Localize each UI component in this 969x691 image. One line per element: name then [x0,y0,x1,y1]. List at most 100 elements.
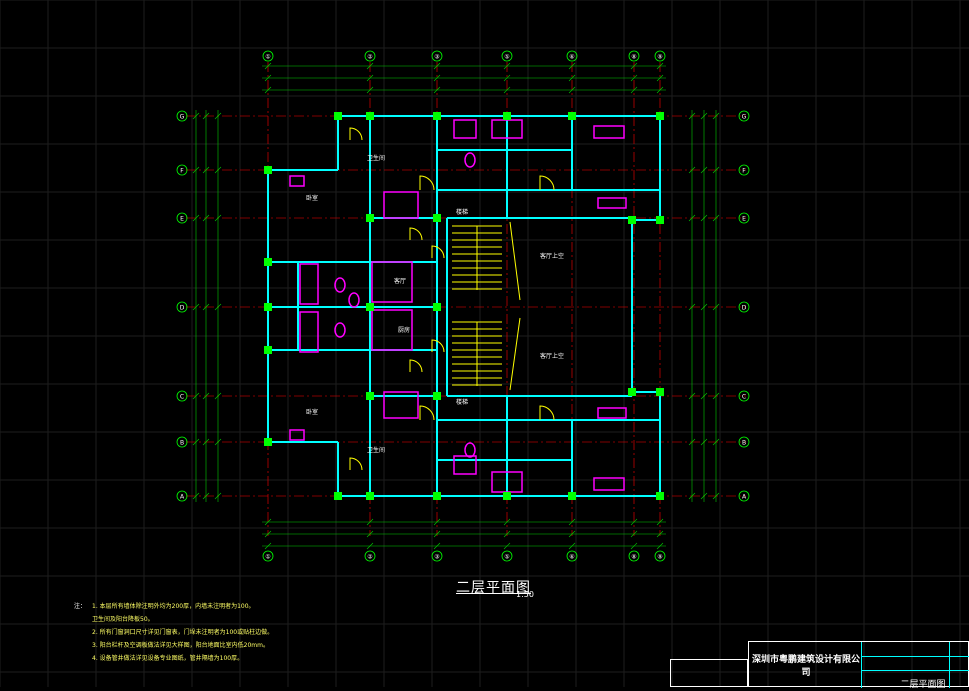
grid-bubble [364,550,376,562]
door-swing [419,175,435,191]
door-swing [409,359,423,373]
structural-column [334,112,342,120]
sanitary-fixture [299,311,319,353]
title-block-divider [861,642,862,688]
dimension-tick [700,303,708,311]
general-notes: 注： 1. 本层所有墙体除注明外均为200厚，内墙未注明者为100。 卫生间及阳… [74,600,302,665]
note-item: 2. 所有门窗洞口尺寸详见门窗表，门垛未注明者为100或贴柱边做。 [92,629,274,636]
dimension-tick [366,62,374,70]
sanitary-fixture [299,263,319,305]
stair-arrow [509,317,521,391]
grid-bubble-label: ⑤ [504,54,509,61]
dimension-tick [568,530,576,538]
room-label: 厨房 [398,326,410,334]
grid-bubble-label: ③ [434,554,439,561]
grid-bubble [431,550,443,562]
note-item: 3. 阳台栏杆及空调板做法详见大样图，阳台地面比室内低20mm。 [92,642,269,649]
structural-column [366,112,374,120]
structural-column [366,392,374,400]
grid-bubble [501,50,513,62]
grid-bubble [262,50,274,62]
grid-bubble [738,490,750,502]
grid-bubble-label: F [180,168,184,175]
structural-column [264,438,272,446]
structural-column [366,492,374,500]
dimension-tick [264,74,272,82]
dimension-tick [700,112,708,120]
dimension-tick [214,492,222,500]
grid-bubble [738,110,750,122]
grid-bubble [176,490,188,502]
sanitary-fixture [453,455,477,475]
dimension-tick [700,492,708,500]
toilet-fixture [334,277,346,293]
dimension-tick [700,166,708,174]
room-label: 客厅上空 [540,352,564,360]
dimension-tick [264,62,272,70]
dimension-tick [366,530,374,538]
structural-column [656,492,664,500]
dimension-tick [264,530,272,538]
dimension-tick [433,86,441,94]
door-swing [539,175,555,191]
dimension-tick [630,530,638,538]
room-label: 卧室 [306,408,318,416]
dimension-tick [433,74,441,82]
title-block-divider [861,656,969,657]
dimension-tick [264,542,272,550]
grid-bubble-label: G [180,114,185,121]
grid-bubble-label: ① [265,554,270,561]
grid-bubble-label: G [742,114,747,121]
dimension-tick [688,166,696,174]
notes-list: 1. 本层所有墙体除注明外均为200厚，内墙未注明者为100。 卫生间及阳台降板… [92,600,302,665]
room-label: 楼梯 [456,398,468,406]
dimension-tick [503,62,511,70]
dimension-tick [202,392,210,400]
structural-column [656,112,664,120]
dimension-tick [688,492,696,500]
dimension-tick [656,74,664,82]
grid-bubble [176,110,188,122]
stair-arrow [509,221,521,301]
sanitary-fixture [453,119,477,139]
grid-bubble [176,390,188,402]
grid-bubble-label: ② [367,54,373,61]
dimension-tick [214,438,222,446]
structural-column [264,303,272,311]
grid-bubble-label: D [180,305,185,312]
grid-bubble [262,550,274,562]
dimension-tick [630,86,638,94]
grid-bubble [364,50,376,62]
grid-bubble-label: ① [265,54,270,61]
grid-bubble [566,550,578,562]
dimension-tick [202,112,210,120]
grid-bubble [654,50,666,62]
grid-bubble-label: B [742,440,746,447]
dimension-tick [712,492,720,500]
dimension-tick [366,86,374,94]
dimension-tick [503,530,511,538]
door-swing [409,227,423,241]
dimension-tick [656,518,664,526]
title-block: 深圳市粤鹏建筑设计有限公司 二层平面图 [748,641,969,690]
dimension-tick [202,438,210,446]
dimension-tick [503,518,511,526]
grid-bubble-label: ② [367,554,373,561]
structural-column [264,346,272,354]
dimension-tick [214,112,222,120]
dimension-tick [712,112,720,120]
structural-column [433,112,441,120]
grid-bubble-label: A [180,494,185,501]
grid-bubble [176,212,188,224]
structural-column [656,388,664,396]
dimension-tick [688,392,696,400]
grid-bubble [431,50,443,62]
dimension-tick [192,438,200,446]
grid-bubble-label: ③ [434,54,439,61]
structural-column [656,216,664,224]
grid-bubble-label: F [742,168,746,175]
drawing-scale: 1:50 [516,590,534,599]
grid-bubble [654,550,666,562]
dimension-tick [630,62,638,70]
